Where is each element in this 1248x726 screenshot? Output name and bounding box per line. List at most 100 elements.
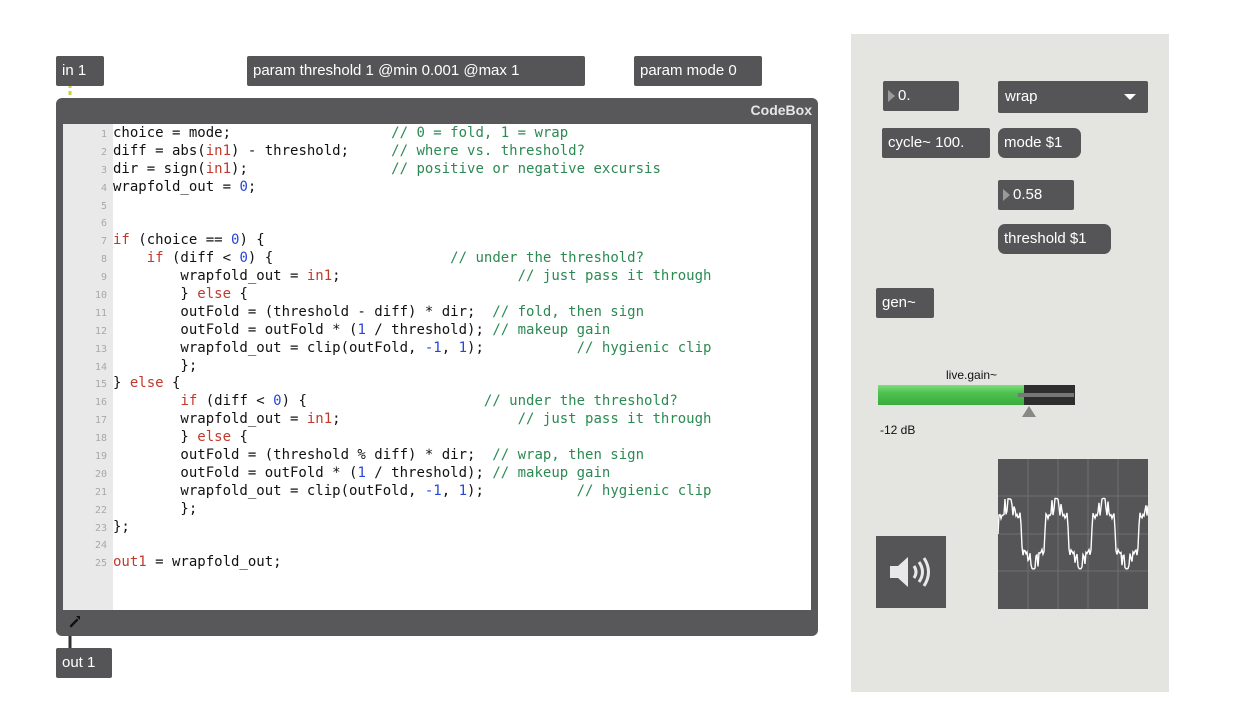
code-line: 7 if (choice == 0) { xyxy=(63,232,711,250)
line-number: 8 xyxy=(100,254,107,266)
chevron-down-icon xyxy=(1124,94,1136,100)
code-editor[interactable]: 1 choice = mode; // 0 = fold, 1 = wrap 2 di… xyxy=(63,124,811,610)
code-line: 1 choice = mode; // 0 = fold, 1 = wrap xyxy=(63,125,711,143)
code-line: 21 wrapfold_out = clip(outFold, -1, 1); … xyxy=(63,482,712,501)
live-gain-level xyxy=(878,385,1024,405)
line-number: 5 xyxy=(100,200,107,212)
code-line: 9 wrapfold_out = in1; // just pass it th… xyxy=(63,268,712,286)
outlet-object[interactable]: out 1 xyxy=(56,648,112,678)
code-text: } else { xyxy=(113,429,248,446)
code-line: 3 dir = sign(in1); // positive or negativ… xyxy=(63,161,711,179)
code-line: 14 }; xyxy=(63,358,711,376)
code-line: 8 if (diff < 0) { // under the threshold… xyxy=(63,250,711,268)
line-number: 4 xyxy=(100,182,107,194)
line-number: 25 xyxy=(94,558,107,570)
line-number: 17 xyxy=(94,415,107,427)
code-text: if (diff < 0) { // under the threshold? xyxy=(146,250,645,267)
code-line: 16 if (diff < 0) { // under the threshol… xyxy=(63,393,711,411)
line-number: 10 xyxy=(94,290,107,302)
code-line: 6 xyxy=(63,214,711,232)
line-number: 18 xyxy=(94,433,107,445)
frequency-value: 0. xyxy=(898,87,911,104)
threshold-number-box[interactable]: 0.58 xyxy=(998,180,1074,210)
line-number: 24 xyxy=(94,540,107,552)
live-gain-label: live.gain~ xyxy=(946,368,998,382)
code-text: }; xyxy=(113,357,198,374)
code-text: wrapfold_out = clip(outFold, -1, 1); // … xyxy=(113,482,712,499)
code-line: 25 out1 = wrapfold_out; xyxy=(63,554,711,572)
param-mode-object[interactable]: param mode 0 xyxy=(634,56,762,86)
threshold-message[interactable]: threshold $1 xyxy=(998,224,1111,254)
line-number: 23 xyxy=(94,522,107,534)
code-text: outFold = (threshold - diff) * dir; // f… xyxy=(113,303,645,320)
number-triangle-icon xyxy=(888,90,895,103)
number-triangle-icon xyxy=(1003,189,1010,202)
code-text: outFold = (threshold % diff) * dir; // w… xyxy=(113,447,645,464)
code-line: 18 } else { xyxy=(63,429,711,447)
code-text: } else { xyxy=(113,286,248,303)
line-number: 22 xyxy=(94,504,107,516)
code-text: dir = sign(in1); // positive or negative… xyxy=(113,160,661,177)
line-number: 6 xyxy=(100,218,107,230)
code-text: choice = mode; // 0 = fold, 1 = wrap xyxy=(113,125,569,141)
code-text: outFold = outFold * (1 / threshold); // … xyxy=(113,464,611,481)
param-threshold-object[interactable]: param threshold 1 @min 0.001 @max 1 xyxy=(247,56,585,86)
code-line: 12 outFold = outFold * (1 / threshold); … xyxy=(63,322,711,340)
cycle-object[interactable]: cycle~ 100. xyxy=(882,128,990,158)
line-number: 12 xyxy=(94,325,107,337)
gain-slider-handle[interactable] xyxy=(1022,406,1036,417)
code-line: 15 } else { xyxy=(63,375,711,393)
code-line: 22 }; xyxy=(63,501,711,519)
frequency-number-box[interactable]: 0. xyxy=(883,81,959,111)
code-text: }; xyxy=(113,518,130,535)
oscilloscope[interactable] xyxy=(997,459,1149,609)
codebox-title: CodeBox xyxy=(750,102,812,118)
code-lines: 1 choice = mode; // 0 = fold, 1 = wrap 2 di… xyxy=(63,125,712,572)
code-line: 17 wrapfold_out = in1; // just pass it t… xyxy=(63,411,712,429)
speaker-toggle[interactable] xyxy=(876,536,946,608)
oscilloscope-icon xyxy=(997,459,1149,609)
code-line: 23}; xyxy=(63,519,711,537)
code-text: out1 = wrapfold_out; xyxy=(113,554,282,571)
code-line: 20 outFold = outFold * (1 / threshold); … xyxy=(63,465,711,483)
line-number: 2 xyxy=(100,146,107,158)
line-number: 7 xyxy=(100,236,107,248)
inlet-object[interactable]: in 1 xyxy=(56,56,104,86)
line-number: 14 xyxy=(94,361,107,373)
code-line: 4 wrapfold_out = 0; xyxy=(63,179,711,197)
line-number: 1 xyxy=(100,129,107,140)
line-number: 20 xyxy=(94,468,107,480)
code-text: wrapfold_out = 0; xyxy=(113,178,257,195)
gen-object[interactable]: gen~ xyxy=(876,288,934,318)
wrench-icon[interactable] xyxy=(68,612,84,628)
threshold-number-value: 0.58 xyxy=(1013,186,1043,203)
code-text: if (choice == 0) { xyxy=(113,232,265,249)
line-number: 15 xyxy=(94,379,107,391)
code-text: wrapfold_out = clip(outFold, -1, 1); // … xyxy=(113,339,712,356)
line-number: 11 xyxy=(94,307,107,319)
live-gain-meter[interactable] xyxy=(878,385,1075,405)
code-text: diff = abs(in1) - threshold; // where vs… xyxy=(113,142,586,159)
line-number: 19 xyxy=(94,451,107,463)
code-line: 19 outFold = (threshold % diff) * dir; /… xyxy=(63,447,711,465)
live-gain-value: -12 dB xyxy=(880,423,916,437)
code-text: } else { xyxy=(113,375,181,392)
line-number: 9 xyxy=(100,272,107,284)
meter-ticks xyxy=(1018,393,1074,397)
line-number-gutter xyxy=(63,124,113,610)
code-text: }; xyxy=(113,500,198,517)
code-line: 13 wrapfold_out = clip(outFold, -1, 1); … xyxy=(63,339,712,358)
code-text: wrapfold_out = in1; // just pass it thro… xyxy=(113,411,712,428)
speaker-icon xyxy=(890,557,930,587)
codebox[interactable]: CodeBox 1 choice = mode; // 0 = fold, 1 =… xyxy=(56,98,818,636)
line-number: 3 xyxy=(100,164,107,176)
line-number: 21 xyxy=(94,486,107,498)
line-number: 16 xyxy=(94,397,107,409)
mode-menu[interactable]: wrap xyxy=(998,81,1148,113)
code-text: wrapfold_out = in1; // just pass it thro… xyxy=(113,268,712,285)
code-line: 24 xyxy=(63,536,711,554)
code-line: 2 diff = abs(in1) - threshold; // where v… xyxy=(63,143,711,161)
mode-menu-value: wrap xyxy=(1005,88,1038,105)
mode-message[interactable]: mode $1 xyxy=(998,128,1081,158)
line-number: 13 xyxy=(94,343,107,355)
